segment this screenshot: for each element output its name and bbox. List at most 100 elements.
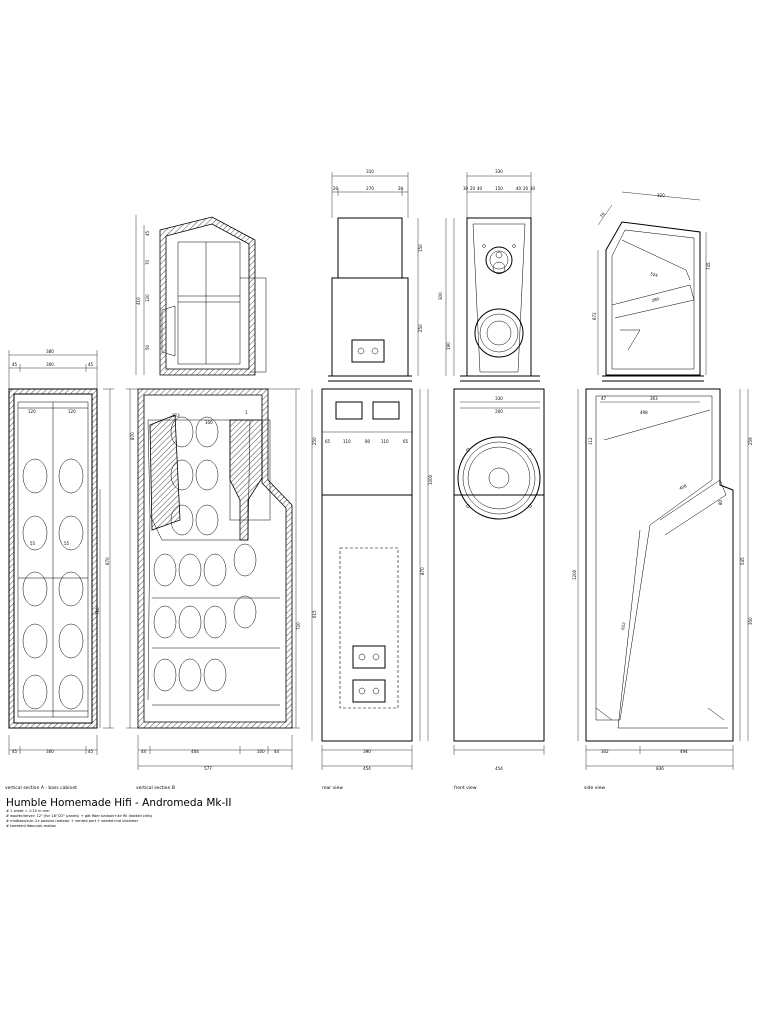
dim-text: 300 bbox=[46, 362, 54, 367]
note-line: # 1 sheet = 1:10 in mm bbox=[6, 809, 50, 813]
dim-text: 300 bbox=[438, 292, 443, 300]
dim-text: 80 bbox=[365, 439, 371, 444]
dim-text: 870 bbox=[130, 432, 135, 440]
dim-text: 870 bbox=[420, 567, 425, 575]
dim-text: 100 bbox=[205, 420, 213, 425]
dim-text: 150 bbox=[418, 244, 423, 252]
side-top-unit-outline bbox=[605, 221, 701, 376]
dim-text: 622 bbox=[620, 621, 626, 630]
dim-text: 545 bbox=[740, 557, 745, 565]
dim-text: 30 bbox=[530, 186, 536, 191]
dim-text: 870 bbox=[105, 557, 110, 565]
dim-text: 577 bbox=[204, 766, 212, 771]
rear-top-module bbox=[337, 217, 403, 279]
dim-text: 110 bbox=[381, 439, 389, 444]
dim-text: 100 bbox=[257, 749, 265, 754]
view-vertical-section-a: 380 45 300 45 120 120 55 55 45 300 45 87… bbox=[5, 349, 114, 791]
front-tweeter bbox=[485, 246, 513, 274]
front-midrange bbox=[474, 308, 524, 358]
dim-text: 55 bbox=[64, 541, 70, 546]
dim-text: 350 bbox=[748, 617, 753, 625]
dim-text: 76 bbox=[599, 211, 606, 218]
note-line: # woofer/driver: 12" (for 18"/22" panels… bbox=[6, 814, 153, 818]
dim-text: 872 bbox=[592, 312, 597, 320]
title-block: Humble Homemade Hifi - Andromeda Mk-II #… bbox=[6, 797, 426, 829]
dim-text: 45 bbox=[88, 362, 94, 367]
rear-caption: rear view bbox=[322, 785, 343, 791]
view-vertical-section-b: 44 404 100 44 577 45 70 120 50 410 123 1… bbox=[126, 215, 301, 791]
dim-text: 190 bbox=[446, 342, 451, 350]
front-caption: front view bbox=[454, 785, 477, 791]
dim-text: 494 bbox=[680, 749, 688, 754]
dim-text: 404 bbox=[191, 749, 199, 754]
dim-text: 120 bbox=[68, 409, 76, 414]
dim-text: 524 bbox=[650, 271, 659, 278]
dim-text: 45 bbox=[12, 362, 18, 367]
vsb-absorber-cells bbox=[153, 416, 257, 692]
dim-text: 20 bbox=[523, 186, 529, 191]
note-line: # midbass/sub: 2x passive radiator + ven… bbox=[6, 819, 139, 823]
dim-text: 70 bbox=[145, 259, 150, 265]
dim-text: 1200 bbox=[572, 569, 577, 580]
side-caption: side view bbox=[584, 785, 605, 791]
dim-text: 310 bbox=[366, 169, 374, 174]
dim-text: 410 bbox=[136, 297, 141, 305]
dim-text: 150 bbox=[495, 186, 503, 191]
dim-text: 120 bbox=[145, 294, 150, 302]
drawing-title: Humble Homemade Hifi - Andromeda Mk-II bbox=[6, 797, 232, 809]
dim-text: 45 bbox=[145, 230, 150, 236]
dim-text: 44 bbox=[141, 749, 147, 754]
rear-top-terminal bbox=[351, 339, 385, 363]
dim-text: 330 bbox=[495, 169, 503, 174]
dim-text: 280 bbox=[651, 296, 660, 303]
dim-text: 745 bbox=[706, 262, 711, 270]
dim-text: 45 bbox=[12, 749, 18, 754]
dim-text: 40 bbox=[477, 186, 483, 191]
dim-text: 20 bbox=[470, 186, 476, 191]
dim-text: 302 bbox=[601, 749, 609, 754]
rear-port-right bbox=[372, 401, 400, 420]
dim-text: 454 bbox=[363, 766, 371, 771]
dim-text: 80 bbox=[718, 499, 723, 505]
view-side: 320 76 524 280 47 363 498 408 622 112 80… bbox=[572, 191, 753, 791]
dim-text: 44 bbox=[274, 749, 280, 754]
note-line: # tweeter/ribbon/air-motion bbox=[6, 824, 57, 828]
dim-text: 40 bbox=[516, 186, 522, 191]
dim-text: 615 bbox=[312, 610, 317, 618]
front-woofer bbox=[457, 436, 541, 520]
dim-text: 50 bbox=[145, 344, 150, 350]
dim-text: 1000 bbox=[428, 474, 433, 485]
view-rear: 310 20 270 20 150 250 65 110 80 110 65 2… bbox=[311, 169, 433, 791]
dim-text: 720 bbox=[95, 607, 100, 615]
dim-text: 270 bbox=[366, 186, 374, 191]
dim-text: 110 bbox=[343, 439, 351, 444]
dim-text: 259 bbox=[748, 437, 753, 445]
rear-terminal-2 bbox=[352, 679, 386, 703]
dim-text: 20 bbox=[398, 186, 404, 191]
dim-text: 836 bbox=[656, 766, 664, 771]
vsb-top-unit-wall bbox=[159, 216, 256, 376]
rear-port-left bbox=[335, 401, 363, 420]
dim-text: 330 bbox=[495, 396, 503, 401]
vsb-caption: vertical section B bbox=[136, 785, 175, 791]
rear-terminal-1 bbox=[352, 645, 386, 669]
vsa-absorber-cells bbox=[22, 458, 84, 710]
dim-text: 720 bbox=[296, 622, 301, 630]
dim-text: 454 bbox=[495, 766, 503, 771]
dim-text: 380 bbox=[46, 349, 54, 354]
dim-text: 300 bbox=[46, 749, 54, 754]
dim-text: 123 bbox=[172, 413, 180, 418]
dim-text: 20 bbox=[333, 186, 339, 191]
dim-text: 390 bbox=[363, 749, 371, 754]
view-front: 330 30 20 40 150 40 20 30 300 190 330 20… bbox=[438, 169, 545, 791]
rear-access-panel bbox=[339, 547, 399, 709]
dim-text: 112 bbox=[588, 437, 593, 445]
side-bass-outline bbox=[585, 388, 734, 742]
dim-text: 200 bbox=[495, 409, 503, 414]
dim-text: 250 bbox=[312, 437, 317, 445]
dim-text: 47 bbox=[601, 396, 607, 401]
dim-text: 120 bbox=[28, 409, 36, 414]
dim-text: 30 bbox=[463, 186, 469, 191]
dim-text: 363 bbox=[650, 396, 658, 401]
